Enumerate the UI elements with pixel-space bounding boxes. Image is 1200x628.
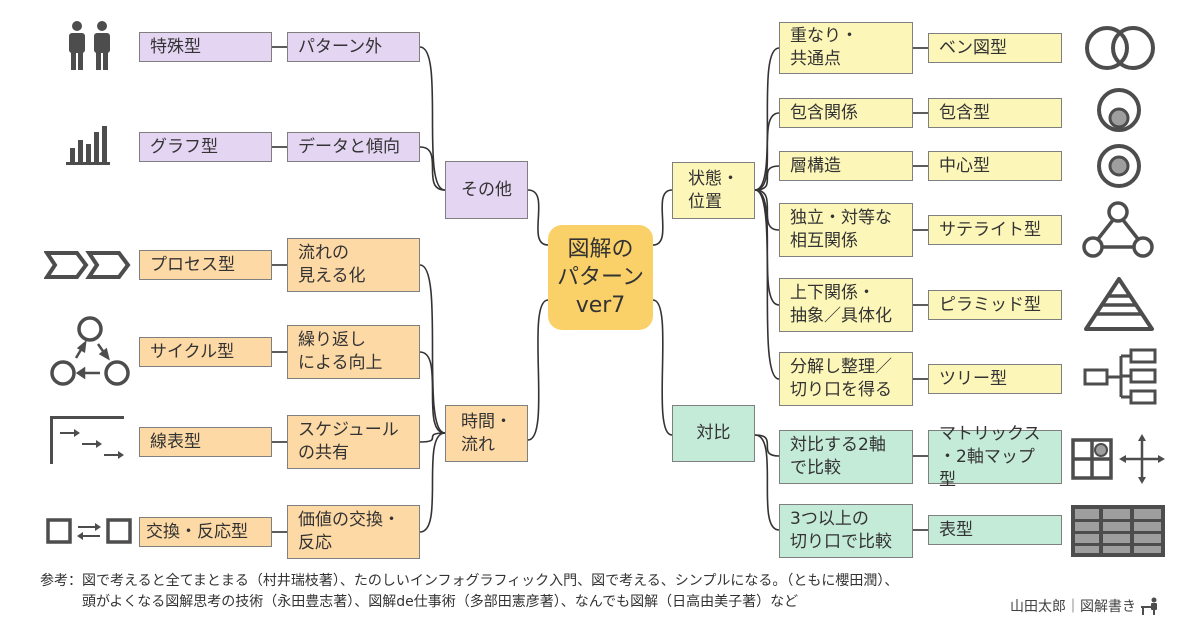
pattern-desc: パターン外 (287, 32, 420, 62)
pattern-desc: 重なり・ 共通点 (779, 22, 913, 74)
group-contrast: 対比 (672, 405, 755, 462)
pattern-desc: 包含関係 (779, 98, 913, 128)
pattern-type: 中心型 (928, 151, 1062, 181)
process-arrows-icon (44, 251, 131, 279)
pattern-type: マトリックス ・2軸マップ型 (928, 424, 1062, 490)
person-at-desk-icon (1141, 597, 1157, 615)
pattern-desc: 3つ以上の 切り口で比較 (779, 504, 913, 558)
pattern-desc: スケジュール の共有 (287, 415, 420, 469)
pattern-desc: 層構造 (779, 151, 913, 181)
group-time-flow: 時間・ 流れ (445, 405, 528, 462)
pattern-desc: 独立・対等な 相互関係 (779, 203, 913, 257)
group-state-position: 状態・ 位置 (672, 162, 755, 219)
author-credit-text: 山田太郎｜図解書き (1010, 599, 1136, 615)
inclusion-icon (1097, 88, 1141, 132)
references-line2: 頭がよくなる図解思考の技術（永田豊志著）、図解de仕事術（多部田憲彦著）、なんで… (82, 594, 799, 610)
pyramid-icon (1084, 277, 1154, 331)
venn-icon (1085, 26, 1155, 70)
pattern-desc: 分解し整理／ 切り口を得る (779, 352, 913, 406)
pattern-desc: 価値の交換・ 反応 (287, 505, 420, 559)
pattern-type: サイクル型 (139, 337, 272, 367)
pattern-type: ツリー型 (928, 364, 1062, 394)
pattern-type: ベン図型 (928, 33, 1062, 63)
references-line1: 参考：図で考えると全てまとまる（村井瑞枝著）、たのしいインフォグラフィック入門、… (40, 573, 899, 589)
center-icon (1097, 144, 1141, 188)
pattern-desc: 上下関係・ 抽象／具体化 (779, 278, 913, 332)
pattern-type: 包含型 (928, 98, 1062, 128)
pattern-type: 線表型 (139, 427, 272, 457)
pattern-desc: 対比する2軸 で比較 (779, 430, 913, 484)
pattern-type: サテライト型 (928, 215, 1062, 245)
pattern-type: 特殊型 (139, 32, 272, 62)
bar-graph-icon (66, 126, 110, 165)
satellite-icon (1082, 201, 1154, 258)
pattern-type: グラフ型 (139, 132, 272, 162)
center-title: 図解の パターン ver7 (548, 225, 653, 330)
exchange-icon (46, 518, 132, 544)
matrix-icon (1071, 434, 1165, 484)
pattern-type: プロセス型 (139, 250, 272, 280)
pattern-type: 交換・反応型 (139, 517, 272, 547)
gantt-icon (50, 416, 124, 464)
tree-icon (1083, 348, 1157, 405)
group-other: その他 (445, 161, 528, 219)
pattern-type: 表型 (928, 515, 1062, 545)
two-people-icon (69, 21, 110, 70)
pattern-desc: データと傾向 (287, 132, 420, 162)
cycle-icon (50, 316, 130, 386)
author-credit: 山田太郎｜図解書き (1010, 596, 1160, 616)
table-icon (1071, 505, 1165, 557)
pattern-type: ピラミッド型 (928, 290, 1062, 320)
pattern-desc: 流れの 見える化 (287, 238, 420, 292)
pattern-desc: 繰り返し による向上 (287, 325, 420, 379)
